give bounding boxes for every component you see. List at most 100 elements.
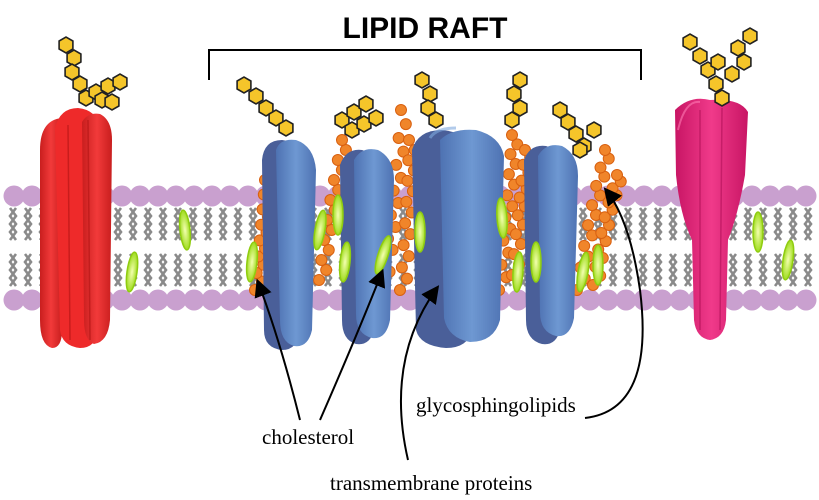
sugar-hexagon (692, 47, 708, 65)
cholesterol-molecule (752, 211, 764, 253)
sugar-hexagon (714, 89, 730, 107)
lipid-head (507, 289, 529, 311)
lipid-head (651, 289, 673, 311)
cholesterol-molecule (313, 209, 327, 251)
lipid-tail (593, 207, 603, 287)
cholesterol-molecule (178, 209, 192, 251)
lipid-head (579, 289, 601, 311)
lipid-head (615, 289, 637, 311)
label-transmembrane-proteins: transmembrane proteins (330, 471, 532, 495)
sugar-hexagon (586, 121, 602, 139)
glycolipid-bead (395, 261, 408, 274)
lipid-head (111, 185, 133, 207)
sugar-hexagon (368, 109, 384, 127)
sugar-hexagon (724, 65, 740, 83)
sugar-hexagon (358, 95, 374, 113)
lipid-tail (653, 207, 663, 287)
glycolipid-bead (595, 226, 608, 239)
lipid-head (129, 185, 151, 207)
glycolipid-bead (509, 228, 522, 241)
lipid-head (759, 185, 781, 207)
cholesterol-molecule (512, 251, 524, 293)
raft-protein-1 (262, 139, 316, 350)
sugar-hexagon (572, 141, 588, 159)
annotation-arrows (254, 187, 644, 461)
arrow-glycosphingolipids (584, 187, 644, 419)
diagram-title: LIPID RAFT (343, 12, 508, 45)
lipid-tail (23, 207, 33, 287)
lipid-head (201, 289, 223, 311)
cholesterol-molecule (781, 239, 795, 281)
sugar-hexagon (278, 119, 294, 137)
glycolipid-bead (328, 174, 340, 186)
lipid-head (111, 289, 133, 311)
glycolipid-bead (394, 284, 406, 296)
glycolipid-bead (392, 132, 405, 144)
glycolipid-bead (401, 174, 414, 187)
sugar-chains (58, 27, 758, 159)
lipid-head (777, 289, 799, 311)
lipid-tail (218, 207, 228, 287)
lipid-head (219, 289, 241, 311)
sugar-hexagon (268, 109, 284, 127)
glycolipid-bead (598, 211, 611, 224)
label-glycosphingolipids: glycosphingolipids (416, 393, 576, 417)
glycolipid-bead (397, 239, 410, 252)
lipid-tail (638, 207, 648, 287)
lipid-tail (143, 207, 153, 287)
arrow-transmembrane-proteins (399, 285, 440, 461)
lipid-head (219, 185, 241, 207)
glycolipid-bead (502, 168, 515, 181)
lipid-head (309, 289, 331, 311)
lipid-tail (8, 207, 18, 287)
sugar-hexagon (730, 39, 746, 57)
lipid-head (147, 289, 169, 311)
lipid-tail (743, 207, 753, 287)
glycolipid-bead (322, 244, 335, 256)
lipid-tail (113, 207, 123, 287)
cholesterol-molecule (496, 197, 508, 239)
glycolipid-bead (336, 134, 348, 146)
lipid-head (795, 289, 817, 311)
glycolipid-bead (504, 148, 517, 161)
lipid-tail (773, 207, 783, 287)
non-raft-protein-left (40, 108, 112, 348)
lipid-head (129, 289, 151, 311)
lipid-tail (158, 207, 168, 287)
lipid-head (741, 289, 763, 311)
sugar-hexagon (428, 111, 444, 129)
lipid-tail (668, 207, 678, 287)
lipid-tail (623, 207, 633, 287)
lipid-head (165, 289, 187, 311)
lipid-head (651, 185, 673, 207)
lipid-tail (128, 207, 138, 287)
lipid-head (183, 289, 205, 311)
arrow-cholesterol-1 (254, 278, 301, 421)
lipid-head (633, 185, 655, 207)
cholesterol-molecule (530, 241, 542, 283)
glycolipid-bead (400, 195, 413, 208)
lipid-tail (233, 207, 243, 287)
sugar-hexagon (66, 49, 82, 67)
glycolipid-bead (611, 169, 623, 181)
cholesterol-molecule (125, 251, 139, 293)
raft-transmembrane-proteins (262, 126, 578, 350)
glycolipid-bead (399, 217, 412, 230)
lipid-head (165, 185, 187, 207)
lipid-head (633, 289, 655, 311)
lipid-tail (203, 207, 213, 287)
glycolipid-bead (403, 134, 415, 146)
glycolipid-bead (400, 272, 413, 285)
sugar-hexagon (422, 85, 438, 103)
lipid-head (669, 289, 691, 311)
glycolipid-bead (395, 104, 407, 116)
lipid-tail (788, 207, 798, 287)
glycolipid-bead (315, 254, 328, 266)
sugar-hexagon (72, 75, 88, 93)
sugar-hexagon (506, 85, 522, 103)
lipid-head (597, 289, 619, 311)
lipid-head (21, 289, 43, 311)
sugar-hexagon (414, 71, 430, 89)
